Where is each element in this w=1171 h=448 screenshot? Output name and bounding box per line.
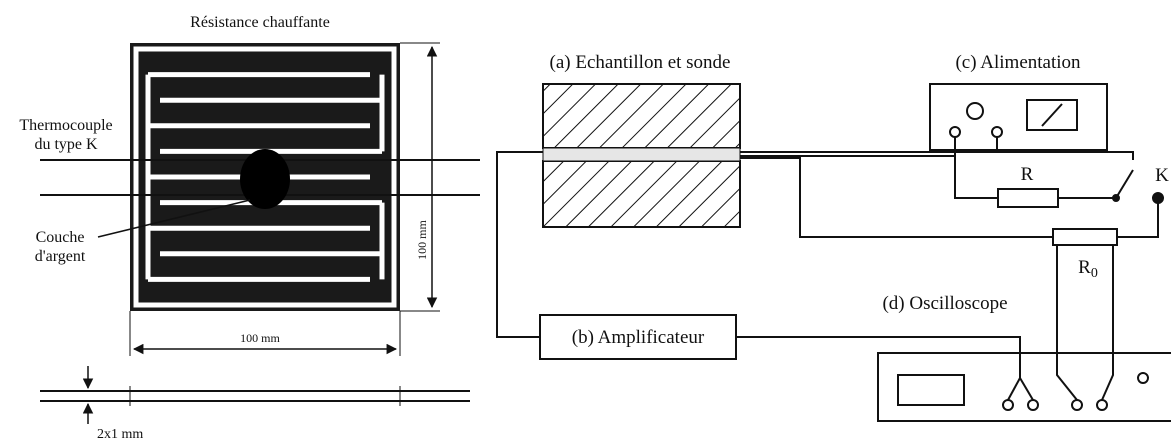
resistor-r-label: R <box>1021 164 1034 185</box>
oscilloscope-knob-icon <box>1137 372 1149 384</box>
heater-serpentine-gaps <box>133 46 397 308</box>
power-knob-icon <box>966 102 984 120</box>
sample-label: (a) Echantillon et sonde <box>550 52 731 73</box>
resistor-r0 <box>1052 228 1118 246</box>
thermocouple-label-line1: Thermocouple <box>19 117 112 134</box>
sample-and-probe <box>542 83 741 228</box>
amplifier-label: (b) Amplificateur <box>572 327 705 348</box>
power-terminal-2 <box>991 126 1003 138</box>
thermocouple-label-line2: du type K <box>34 136 98 153</box>
resistor-r-circuit <box>954 137 1164 208</box>
power-terminal-1 <box>949 126 961 138</box>
silver-leader-line <box>97 199 251 238</box>
oscilloscope-input-1 <box>1002 399 1014 411</box>
oscilloscope-input-3 <box>1071 399 1083 411</box>
oscilloscope-input-2 <box>1027 399 1039 411</box>
oscilloscope-label: (d) Oscilloscope <box>882 293 1007 314</box>
oscilloscope-wiring <box>736 245 1114 401</box>
side-view: 2x1 mm <box>40 366 470 442</box>
heater-gap-segment <box>133 46 397 308</box>
heater-title: Résistance chauffante <box>190 14 330 31</box>
silver-label-line1: Couche <box>36 229 85 246</box>
thickness-label: 2x1 mm <box>97 427 143 442</box>
silver-label-line2: d'argent <box>35 248 86 265</box>
power-label: (c) Alimentation <box>955 52 1081 73</box>
oscilloscope-input-4 <box>1096 399 1108 411</box>
resistor-r0-label: R0 <box>1078 257 1098 281</box>
width-dimension-label: 100 mm <box>240 331 280 345</box>
height-dimension-label: 100 mm <box>415 220 429 260</box>
silver-layer-blob <box>240 149 290 209</box>
amplifier-box: (b) Amplificateur <box>539 314 737 360</box>
height-dimension: 100 mm <box>400 42 440 312</box>
heater-plate <box>130 43 400 311</box>
switch-k-label: K <box>1155 165 1169 186</box>
power-supply <box>929 83 1108 151</box>
width-dimension: 100 mm <box>129 311 401 356</box>
oscilloscope-screen-icon <box>897 374 965 406</box>
